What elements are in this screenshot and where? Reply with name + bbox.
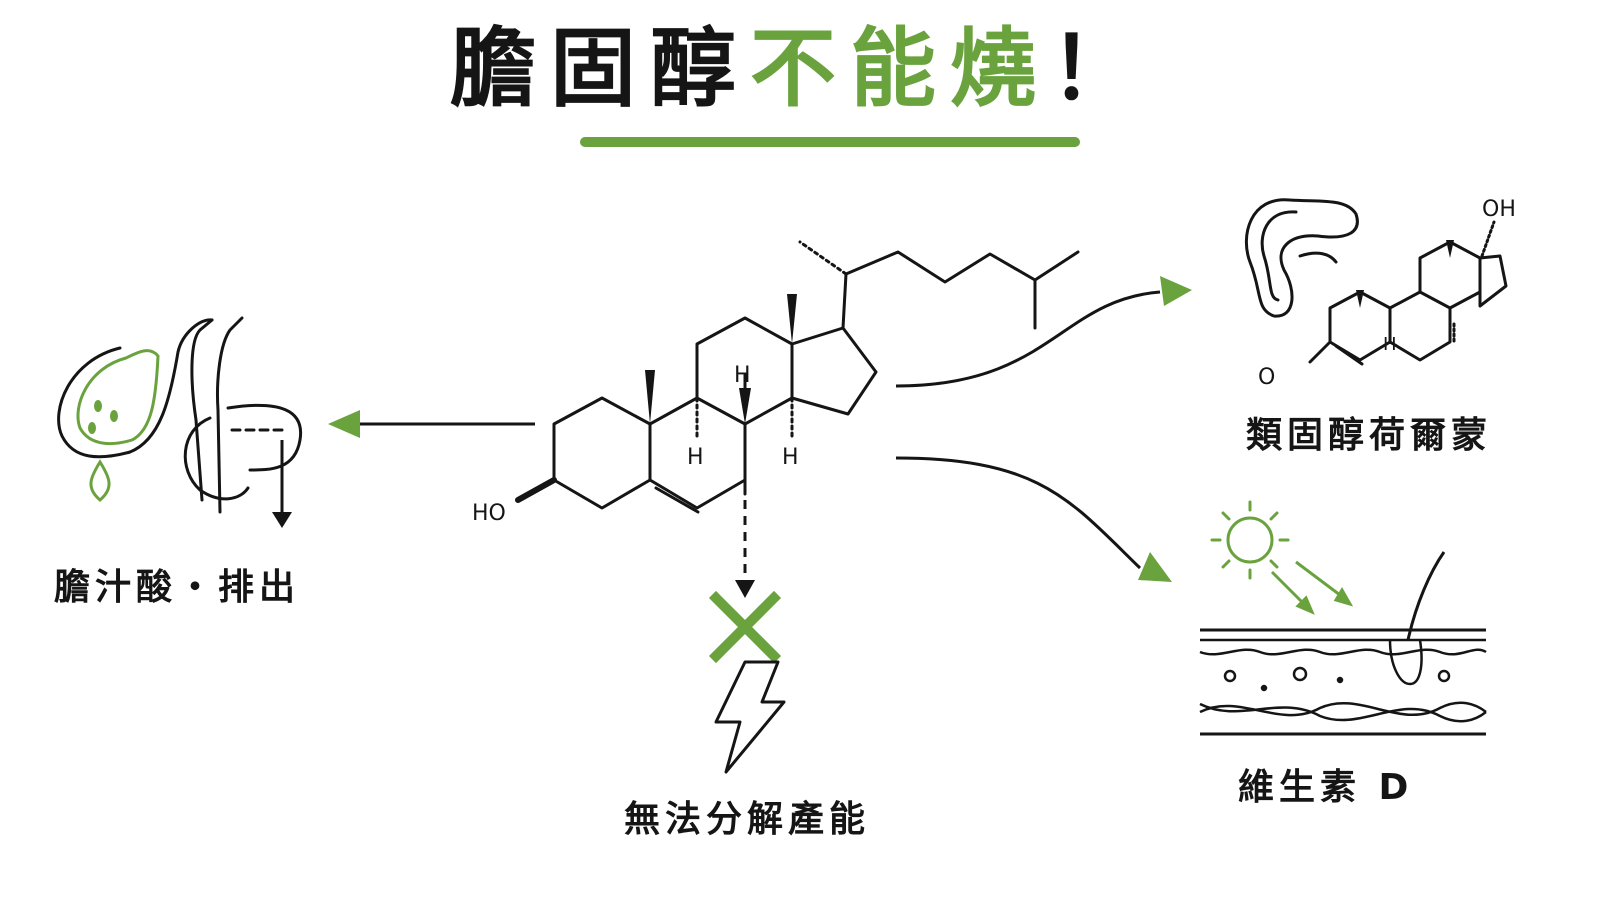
label-vitamin-d: 維生素 D xyxy=(1238,767,1414,808)
gallbladder-icon xyxy=(57,316,303,514)
arrow-to-no-energy xyxy=(735,500,755,598)
o-label: O xyxy=(1258,365,1275,390)
gallbladder-inner xyxy=(76,349,160,446)
methyl-wedge-c xyxy=(787,294,797,344)
h-label-left: H xyxy=(687,445,704,470)
steroid-methyl-1 xyxy=(1356,290,1364,308)
steroid-methyl-2 xyxy=(1446,240,1454,258)
h-label-right: H xyxy=(782,445,799,470)
title-underline xyxy=(580,137,1080,147)
arrow-to-bile xyxy=(328,410,535,438)
title-part-cholesterol: 膽固醇 xyxy=(450,19,750,119)
label-no-energy: 無法分解產能 xyxy=(624,799,871,840)
methyl-wedge-a xyxy=(645,370,655,424)
cross-icon xyxy=(708,590,782,664)
oh-label: OH xyxy=(1482,197,1516,222)
cholesterol-molecule xyxy=(515,240,1080,514)
h-wedge-top xyxy=(739,388,751,424)
sun-rays-arrows xyxy=(1270,560,1354,615)
title-part-cannot-burn: 不能燒 xyxy=(750,19,1050,119)
title-exclamation: ！ xyxy=(1050,19,1150,119)
lightning-icon xyxy=(714,660,786,774)
label-bile-acid: 膽汁酸・排出 xyxy=(54,567,301,608)
drop-icon xyxy=(89,459,111,502)
sun-icon xyxy=(1210,500,1290,580)
steroid-h-label: H xyxy=(1383,334,1397,355)
skin-layer-icon xyxy=(1199,551,1487,736)
page-title: 膽固醇不能燒！ xyxy=(0,18,1600,121)
h-label-top: H xyxy=(734,363,751,388)
down-arrow-icon xyxy=(272,440,292,528)
bile-drops xyxy=(88,400,118,434)
steroid-molecule xyxy=(1244,198,1508,366)
label-steroid-hormone: 類固醇荷爾蒙 xyxy=(1246,415,1493,456)
ho-label: HO xyxy=(472,501,506,526)
arrow-to-vitd xyxy=(895,456,1172,582)
arrow-to-steroid xyxy=(895,276,1192,388)
